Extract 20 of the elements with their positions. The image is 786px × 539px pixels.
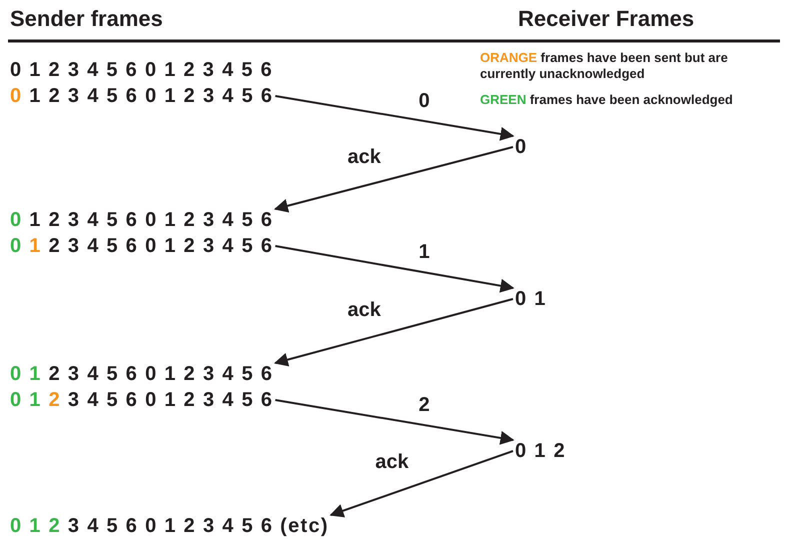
frame-sequence: 0 1 2 3 4 5 6 0 1 2 3 4 5 6 (10, 209, 274, 231)
arrow (275, 399, 514, 445)
arrow (274, 146, 514, 213)
arrow (275, 245, 514, 293)
frame-sequence: 0 1 2 3 4 5 6 0 1 2 3 4 5 6 (10, 235, 274, 257)
received-frames: 0 1 2 (515, 440, 566, 462)
frame-sequence: 0 1 2 3 4 5 6 0 1 2 3 4 5 6 (10, 389, 274, 411)
arrow (275, 95, 514, 141)
frame-sequence: 0 1 2 3 4 5 6 0 1 2 3 4 5 6 (etc) (10, 515, 329, 537)
frame-sequence: 0 1 2 3 4 5 6 0 1 2 3 4 5 6 (10, 59, 274, 81)
frame-sequence: 0 1 2 3 4 5 6 0 1 2 3 4 5 6 (10, 363, 274, 385)
received-frames: 0 (515, 136, 528, 158)
sender-heading: Sender frames (10, 6, 163, 32)
arrow (274, 298, 514, 366)
arrow (330, 450, 514, 518)
legend-text: GREEN frames have been acknowledged (480, 92, 734, 108)
received-frames: 0 1 (515, 288, 547, 310)
frame-sequence: 0 1 2 3 4 5 6 0 1 2 3 4 5 6 (10, 85, 274, 107)
legend-text: ORANGE frames have been sent but are currently unacknowledged (480, 50, 729, 82)
receiver-heading: Receiver Frames (518, 6, 694, 32)
